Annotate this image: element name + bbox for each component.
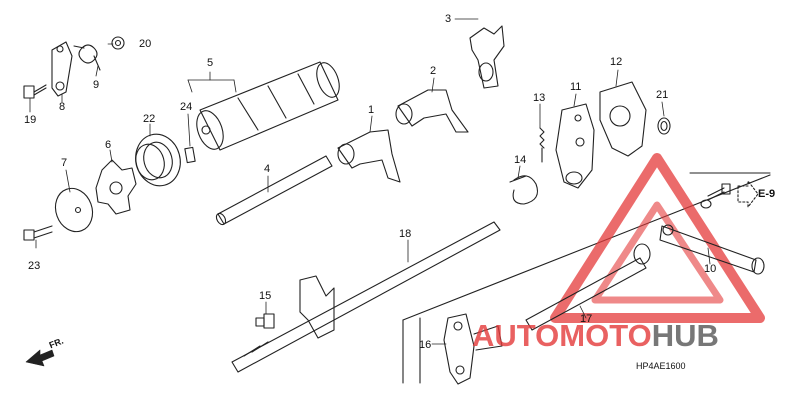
part-7-disc <box>54 187 94 233</box>
part-16-arm <box>443 313 503 385</box>
part-label-18: 18 <box>399 228 412 240</box>
part-label-3: 3 <box>445 13 452 25</box>
part-1-shift-fork <box>337 129 401 183</box>
part-label-10: 10 <box>704 263 717 275</box>
watermark-part3: HUB <box>651 318 719 353</box>
part-20-washer <box>111 36 125 50</box>
watermark-logo: AUTOMOTOHUB <box>472 318 719 354</box>
part-label-16: 16 <box>419 339 432 351</box>
part-label-13: 13 <box>533 92 546 104</box>
watermark-triangle <box>550 153 765 323</box>
part-label-14: 14 <box>514 154 527 166</box>
part-label-8: 8 <box>59 101 66 113</box>
part-label-17: 17 <box>580 313 593 325</box>
part-13-spring <box>539 127 545 163</box>
part-label-7: 7 <box>61 157 68 169</box>
part-label-4: 4 <box>264 163 271 175</box>
ref-bolt <box>700 183 731 209</box>
part-14-spring <box>509 175 539 205</box>
part-15-small-bolt <box>255 313 275 329</box>
part-label-15: 15 <box>259 290 272 302</box>
part-8-arm <box>51 41 73 97</box>
part-label-6: 6 <box>105 139 112 151</box>
part-label-22: 22 <box>143 113 156 125</box>
part-12-gasket <box>599 81 647 157</box>
part-9-spring <box>73 44 101 71</box>
part-label-5: 5 <box>207 57 214 69</box>
part-label-23: 23 <box>28 260 41 272</box>
ref-arrow <box>737 180 759 208</box>
part-22-bearing <box>135 133 181 187</box>
leader-lines <box>29 18 711 345</box>
part-10-shaft <box>659 224 765 275</box>
part-23-bolt <box>23 225 53 241</box>
part-24-pin <box>184 146 196 164</box>
part-label-11: 11 <box>570 81 582 93</box>
part-6-star-plate <box>95 159 137 215</box>
ref-section-label: E-9 <box>758 188 776 200</box>
part-4-fork-shaft <box>215 155 333 226</box>
part-label-19: 19 <box>24 114 37 126</box>
watermark-triangle-inner <box>591 201 724 304</box>
part-21-seal <box>657 117 671 135</box>
part-label-9: 9 <box>93 79 100 91</box>
watermark-part1: AUTO <box>472 318 560 353</box>
part-label-20: 20 <box>139 38 152 50</box>
part-3-shift-fork <box>469 25 505 89</box>
part-2-shift-fork <box>395 89 469 133</box>
part-18-long-shaft <box>231 221 501 373</box>
part-label-2: 2 <box>430 65 437 77</box>
part-5-shift-drum <box>196 61 340 151</box>
part-label-21: 21 <box>656 89 669 101</box>
part-label-24: 24 <box>180 101 193 113</box>
part-17-shaft <box>525 243 651 331</box>
part-19-bolt <box>23 84 47 99</box>
diagram-code: HP4AE1600 <box>636 361 686 371</box>
part-11-plate <box>555 103 595 189</box>
watermark-part2: MOTO <box>559 318 652 353</box>
part-label-1: 1 <box>368 104 375 116</box>
fr-arrow <box>25 349 55 367</box>
part-label-12: 12 <box>610 56 623 68</box>
